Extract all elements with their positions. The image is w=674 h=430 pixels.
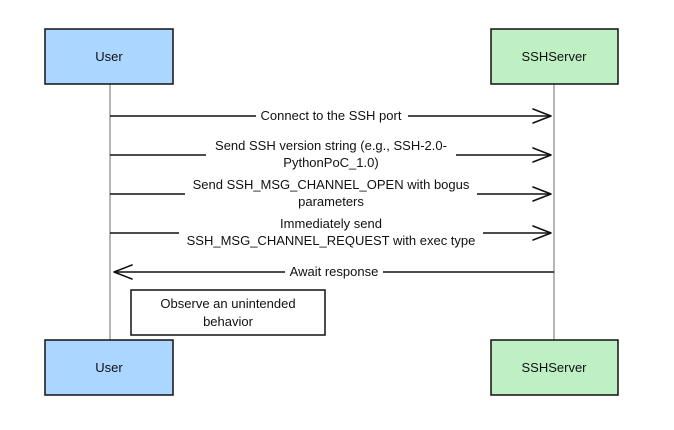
arrow-right-icon (532, 225, 552, 241)
arrow-right-icon (532, 186, 552, 202)
server-actor-top (490, 28, 619, 85)
message-connect: Connect to the SSH port (110, 107, 552, 124)
message-channel-request-label-line2: SSH_MSG_CHANNEL_REQUEST with exec type (187, 233, 476, 248)
message-await-response-label: Await response (290, 264, 379, 279)
message-channel-open: Send SSH_MSG_CHANNEL_OPEN with bogus par… (110, 177, 552, 209)
note-observe-line1: Observe an unintended (160, 296, 295, 311)
server-actor-bottom-label: SSHServer (521, 360, 587, 375)
user-actor-bottom (44, 339, 174, 396)
message-channel-request-label-line1: Immediately send (280, 216, 382, 231)
message-version-string-label-line2: PythonPoC_1.0) (283, 155, 378, 170)
arrow-right-icon (532, 147, 552, 163)
user-actor-bottom-label: User (95, 360, 123, 375)
arrow-left-icon (113, 264, 133, 280)
note-observe-line2: behavior (203, 314, 254, 329)
message-await-response: Await response (113, 263, 554, 280)
user-actor-top (44, 28, 174, 85)
message-version-string: Send SSH version string (e.g., SSH-2.0- … (110, 138, 552, 170)
message-channel-request: Immediately send SSH_MSG_CHANNEL_REQUEST… (110, 216, 552, 248)
message-connect-label: Connect to the SSH port (261, 108, 402, 123)
note-observe: Observe an unintended behavior (130, 289, 326, 336)
server-actor-top-label: SSHServer (521, 49, 587, 64)
arrow-right-icon (532, 108, 552, 124)
message-channel-open-label-line2: parameters (298, 194, 364, 209)
user-actor-top-label: User (95, 49, 123, 64)
message-version-string-label-line1: Send SSH version string (e.g., SSH-2.0- (215, 138, 447, 153)
server-actor-bottom (490, 339, 619, 396)
message-channel-open-label-line1: Send SSH_MSG_CHANNEL_OPEN with bogus (193, 177, 470, 192)
